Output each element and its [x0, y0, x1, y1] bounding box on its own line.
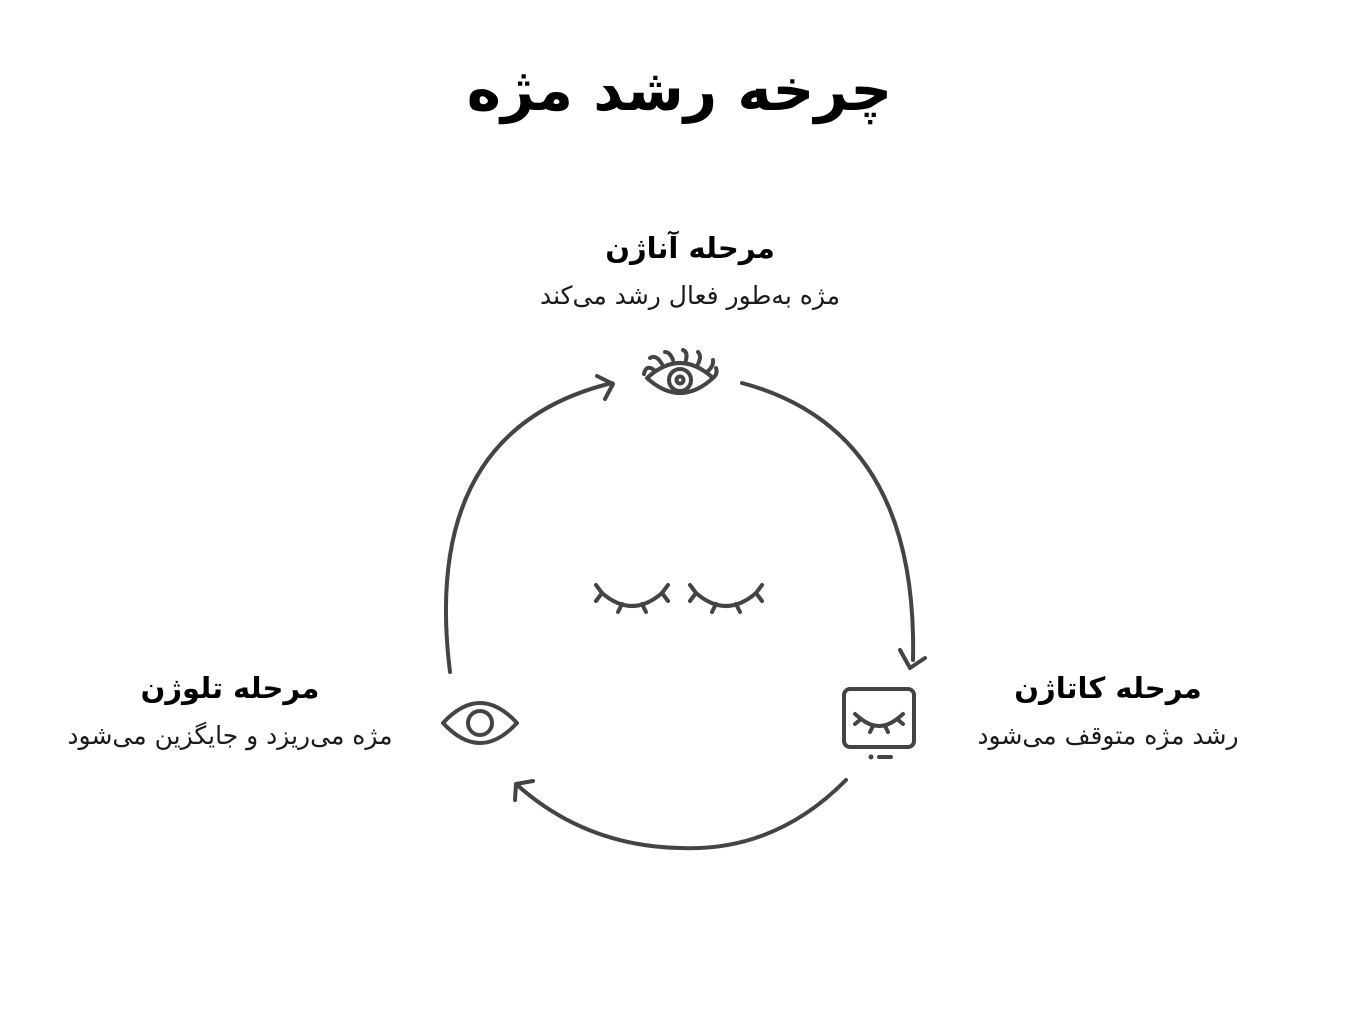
stage-anagen-description: مژه به‌طور فعال رشد می‌کند	[539, 281, 841, 310]
monitor-closed-eye-icon	[842, 687, 916, 760]
stage-telogen-title: مرحله تلوژن	[140, 671, 320, 705]
arrow-anagen-to-catagen	[740, 381, 927, 670]
stage-telogen: مرحله تلوژن مژه می‌ریزد و جایگزین می‌شود	[40, 668, 420, 756]
stage-telogen-description: مژه می‌ریزد و جایگزین می‌شود	[67, 721, 393, 750]
open-eye-icon	[441, 701, 519, 745]
eye-with-lashes-icon	[642, 348, 719, 395]
stage-catagen-title: مرحله کاتاژن	[1014, 671, 1202, 705]
stage-catagen-description: رشد مژه متوقف می‌شود	[977, 721, 1239, 750]
stage-anagen: مرحله آناژن مژه به‌طور فعال رشد می‌کند	[480, 228, 900, 316]
stage-catagen: مرحله کاتاژن رشد مژه متوقف می‌شود	[948, 668, 1268, 756]
page-title: چرخه رشد مژه	[466, 56, 893, 124]
arrow-telogen-to-anagen	[443, 374, 615, 674]
closed-eyes-lashes-icon	[594, 583, 764, 614]
arrow-catagen-to-telogen	[513, 778, 848, 851]
stage-anagen-title: مرحله آناژن	[605, 231, 775, 265]
